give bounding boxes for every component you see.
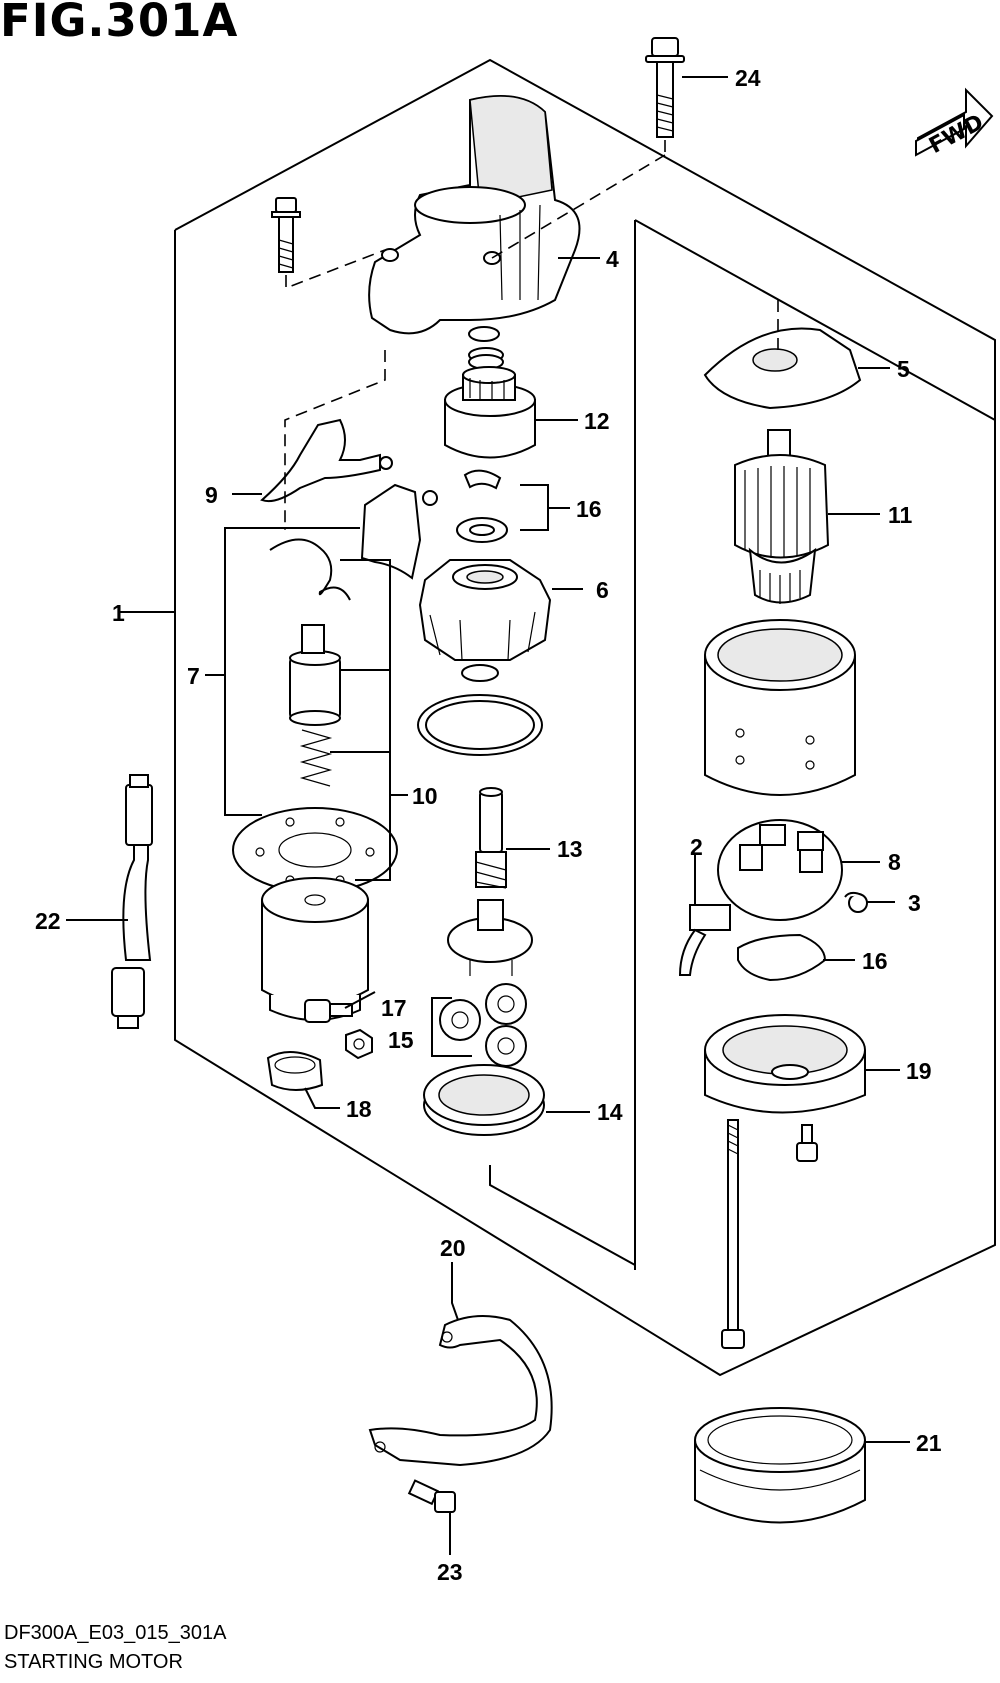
spring-small	[468, 347, 504, 370]
callout-24: 24	[735, 65, 761, 91]
callout-21: 21	[916, 1430, 942, 1456]
callout-23: 23	[437, 1559, 463, 1585]
through-bolt	[721, 1119, 745, 1349]
callout-11: 11	[888, 502, 913, 528]
return-spring	[269, 538, 351, 601]
callout-17: 17	[381, 995, 407, 1021]
snap-ring-16	[463, 469, 502, 490]
mounting-band-20	[368, 1315, 553, 1467]
callout-10: 10	[412, 783, 438, 809]
housing-4	[368, 95, 666, 335]
figure-title: FIG.301A	[0, 0, 239, 47]
callout-1: 1	[112, 600, 125, 626]
bolt-solenoid-mount	[271, 197, 386, 290]
armature-11	[734, 429, 830, 604]
callout-15: 15	[388, 1027, 414, 1053]
callout-18: 18	[346, 1096, 372, 1122]
washer	[468, 326, 500, 342]
drawing-code: DF300A_E03_015_301A	[4, 1622, 227, 1644]
callout-19: 19	[906, 1058, 932, 1084]
brush-holder-8	[717, 819, 843, 921]
plunger-spring	[299, 729, 333, 787]
fwd-arrow-icon: FWD	[915, 87, 994, 159]
planetary-shaft-13	[447, 787, 533, 976]
callout-14: 14	[597, 1099, 623, 1125]
callout-3: 3	[908, 890, 921, 916]
bolt-23	[407, 1479, 456, 1513]
plunger-10	[289, 624, 341, 726]
planetary-gears-15	[439, 983, 527, 1067]
pinion-gear-12	[444, 366, 536, 459]
callout-4: 4	[606, 246, 619, 272]
callout-8: 8	[888, 849, 901, 875]
internal-gear-14	[423, 1064, 545, 1170]
bolt-24	[645, 37, 685, 155]
callout-7: 7	[187, 663, 200, 689]
insulator-plate-16	[737, 933, 827, 982]
wire-harness-22	[111, 774, 153, 1029]
callout-2: 2	[690, 834, 703, 860]
callout-5: 5	[897, 356, 910, 382]
assembly-outline	[174, 58, 996, 1377]
callout-9: 9	[205, 482, 218, 508]
callout-20: 20	[440, 1235, 466, 1261]
callout-12: 12	[584, 408, 610, 434]
rear-end-cover-19	[704, 1014, 866, 1114]
callout-6: 6	[596, 577, 609, 603]
shift-lever-9	[260, 418, 393, 503]
callout-16-upper: 16	[576, 496, 602, 522]
terminal-bolt-17	[304, 999, 353, 1023]
contact-plate	[360, 483, 438, 580]
cover-plate-5	[703, 300, 862, 410]
callout-16-lower: 16	[862, 948, 888, 974]
drawing-name: STARTING MOTOR	[4, 1651, 183, 1673]
boot-clip-18	[266, 1051, 324, 1091]
yoke-field-frame	[704, 619, 856, 796]
callout-13: 13	[557, 836, 583, 862]
callout-22: 22	[35, 908, 61, 934]
solenoid-body	[261, 877, 369, 1021]
lead-wire-2	[678, 904, 731, 976]
screw-3	[844, 891, 868, 913]
gear-housing-6	[418, 559, 552, 661]
small-screw	[796, 1124, 818, 1162]
nut	[345, 1028, 373, 1060]
rubber-band-21	[694, 1407, 866, 1524]
